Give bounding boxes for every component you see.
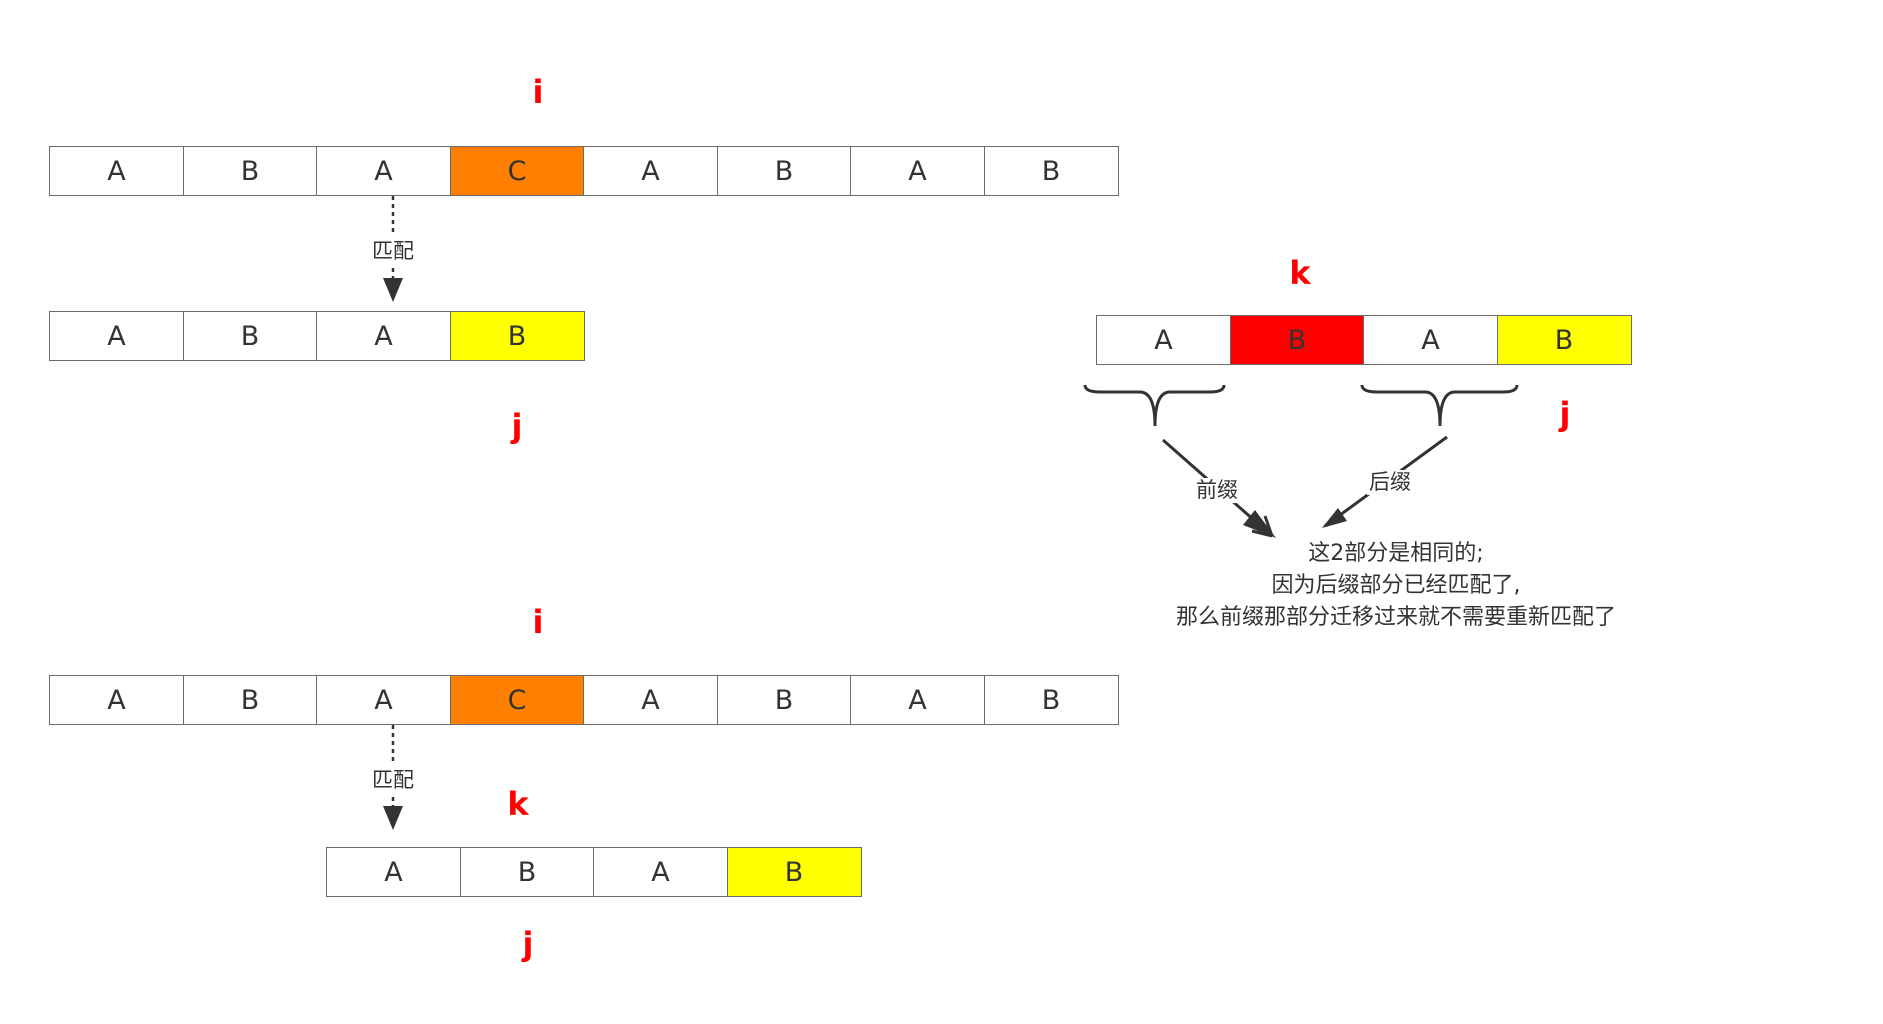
pattern-cell: A xyxy=(1363,315,1498,365)
text-cell-mismatch: C xyxy=(449,675,585,725)
text-cell: B xyxy=(182,675,318,725)
note-line-3: 那么前缀那部分迁移过来就不需要重新匹配了 xyxy=(1175,605,1617,630)
match-label-top: 匹配 xyxy=(370,239,416,265)
marker-j-bottom: j xyxy=(522,925,534,963)
pattern-cell: A xyxy=(1096,315,1231,365)
prefix-label: 前缀 xyxy=(1194,478,1240,504)
match-label-bottom: 匹配 xyxy=(370,768,416,794)
pattern-cell-mismatch: B xyxy=(726,847,862,897)
marker-i-bottom: i xyxy=(532,603,544,641)
text-cell: B xyxy=(983,146,1119,196)
text-cell: A xyxy=(49,146,184,196)
text-cell: A xyxy=(49,675,184,725)
pattern-cell-k: B xyxy=(1229,315,1365,365)
text-cell: A xyxy=(316,146,451,196)
pattern-cell: A xyxy=(593,847,728,897)
text-cell: B xyxy=(983,675,1119,725)
pattern-row-bottom: A B A B xyxy=(326,847,862,897)
marker-k-bottom: k xyxy=(507,785,529,823)
text-row-bottom: A B A C A B A B xyxy=(49,675,1119,725)
pattern-row-explanation: A B A B xyxy=(1096,315,1632,365)
suffix-brace xyxy=(1360,384,1519,427)
note-line-1: 这2部分是相同的; xyxy=(1308,541,1484,566)
match-arrow-bottom xyxy=(383,725,403,830)
pattern-cell-j: B xyxy=(1496,315,1632,365)
suffix-label: 后缀 xyxy=(1367,470,1413,496)
pattern-cell: B xyxy=(459,847,595,897)
text-row-top: A B A C A B A B xyxy=(49,146,1119,196)
text-cell: A xyxy=(850,675,985,725)
text-cell: A xyxy=(850,146,985,196)
note-line-2: 因为后缀部分已经匹配了, xyxy=(1271,573,1521,598)
text-cell: A xyxy=(583,146,718,196)
marker-j-right: j xyxy=(1559,395,1571,433)
text-cell: B xyxy=(182,146,318,196)
pattern-cell-mismatch: B xyxy=(449,311,585,361)
marker-k-right: k xyxy=(1289,254,1311,292)
pattern-cell: A xyxy=(326,847,461,897)
text-cell: A xyxy=(316,675,451,725)
pattern-row-top: A B A B xyxy=(49,311,585,361)
text-cell: B xyxy=(716,675,852,725)
prefix-brace xyxy=(1083,384,1226,427)
pattern-cell: B xyxy=(182,311,318,361)
text-cell: B xyxy=(716,146,852,196)
explanation-note: 这2部分是相同的; 因为后缀部分已经匹配了, 那么前缀那部分迁移过来就不需要重新… xyxy=(1176,538,1616,634)
pattern-cell: A xyxy=(49,311,184,361)
match-arrow-top xyxy=(383,196,403,302)
marker-i-top: i xyxy=(532,73,544,111)
text-cell: A xyxy=(583,675,718,725)
pattern-cell: A xyxy=(316,311,451,361)
marker-j-top: j xyxy=(511,407,523,445)
